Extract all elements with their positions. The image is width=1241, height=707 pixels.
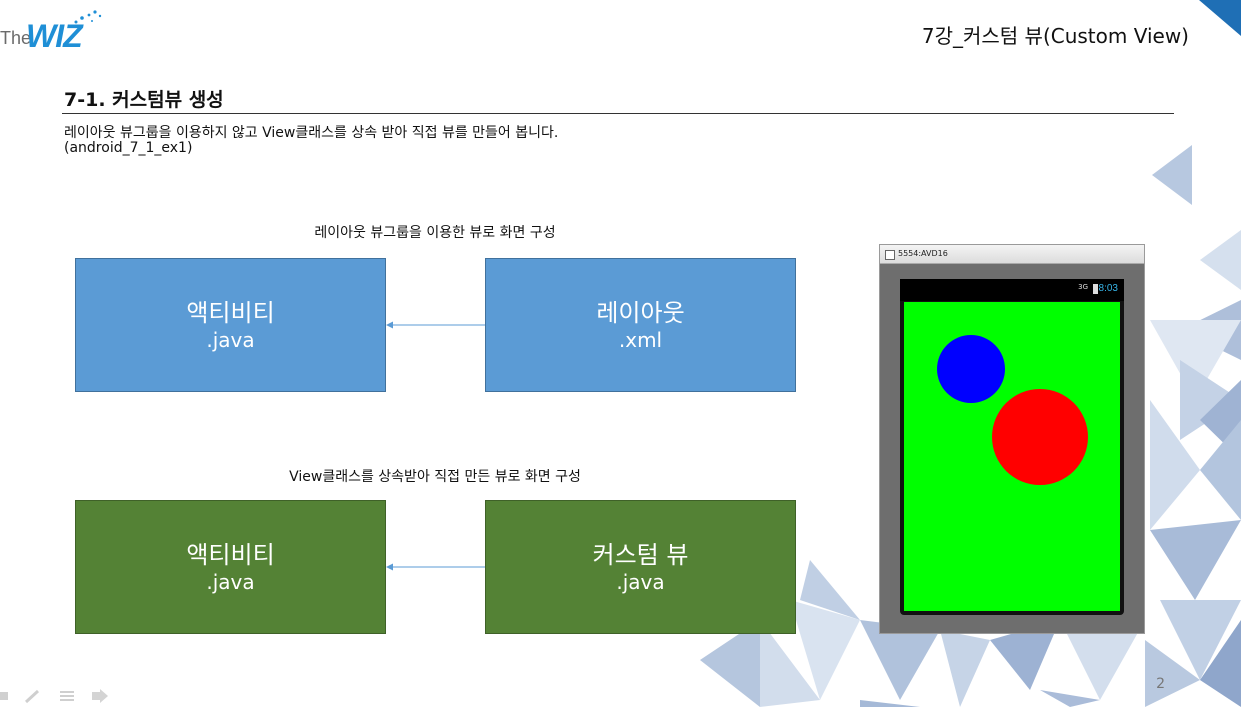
box-extension: .java [616, 570, 665, 594]
box-label: 액티비티 [186, 299, 275, 327]
the-wiz-logo: The WIZ [0, 8, 110, 54]
android-emulator-window: 5554:AVD16 3G 8:03 [879, 244, 1145, 634]
logo-stars-icon [74, 10, 102, 24]
custom-view-java-box: 커스텀 뷰 .java [485, 500, 796, 634]
corner-accent [1199, 0, 1241, 36]
activity-java-box: 액티비티 .java [75, 500, 386, 634]
box-label: 커스텀 뷰 [592, 541, 689, 569]
layout-xml-box: 레이아웃 .xml [485, 258, 796, 392]
emulator-title-bar: 5554:AVD16 [880, 245, 1144, 264]
slideshow-toolbar [0, 689, 108, 704]
pen-icon[interactable] [24, 689, 40, 704]
status-clock: 8:03 [1098, 283, 1118, 294]
status-bar: 3G 8:03 [900, 279, 1124, 301]
section-title: 7-1. 커스텀뷰 생성 [64, 89, 224, 111]
arrow-left-icon [386, 321, 485, 329]
box-extension: .java [206, 570, 255, 594]
logo-the-text: The [0, 28, 32, 48]
section-divider [62, 113, 1174, 114]
arrow-left-icon [386, 563, 485, 571]
example-project-name: (android_7_1_ex1) [64, 140, 193, 156]
emulator-app-icon [885, 250, 895, 260]
battery-icon [1093, 284, 1098, 294]
menu-icon[interactable] [60, 691, 74, 701]
emulator-window-title: 5554:AVD16 [898, 249, 948, 258]
section-description: 레이아웃 뷰그룹을 이용하지 않고 View클래스를 상속 받아 직접 뷰를 만… [64, 125, 559, 141]
box-label: 액티비티 [186, 541, 275, 569]
logo-wiz-text: WIZ [26, 18, 83, 54]
red-circle [992, 389, 1088, 485]
signal-indicator: 3G [1078, 283, 1088, 291]
custom-view-canvas [904, 302, 1120, 611]
blue-circle [937, 335, 1005, 403]
device-screen: 3G 8:03 [900, 279, 1124, 615]
next-slide-icon[interactable] [92, 689, 108, 703]
box-extension: .java [206, 328, 255, 352]
lecture-title: 7강_커스텀 뷰(Custom View) [921, 24, 1189, 48]
page-number: 2 [1156, 676, 1165, 692]
diagram-bottom-caption: View클래스를 상속받아 직접 만든 뷰로 화면 구성 [289, 469, 581, 485]
activity-java-box: 액티비티 .java [75, 258, 386, 392]
box-label: 레이아웃 [596, 299, 685, 327]
box-extension: .xml [618, 328, 663, 352]
slide-back-icon[interactable] [0, 692, 8, 700]
diagram-top-caption: 레이아웃 뷰그룹을 이용한 뷰로 화면 구성 [314, 225, 556, 241]
